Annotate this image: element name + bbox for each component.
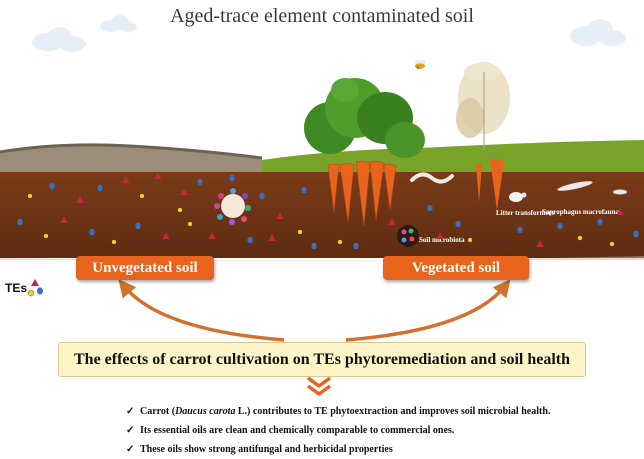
te-crescent-particle [112, 240, 117, 245]
soil-microbiota-cluster [397, 225, 419, 247]
arrow-to-vegetated [346, 286, 505, 340]
te-oval-particle [633, 231, 638, 237]
checkmark-icon: ✓ [126, 440, 140, 459]
microbe-cluster [214, 188, 251, 225]
te-crescent-particle [338, 240, 343, 245]
main-summary-box: The effects of carrot cultivation on TEs… [58, 342, 586, 377]
te-crescent-particle [578, 236, 583, 241]
te-oval-particle [597, 219, 602, 225]
tes-legend-icon [28, 279, 43, 296]
te-oval-particle [427, 205, 432, 211]
carrot-foliage [304, 78, 425, 158]
te-oval-particle [259, 193, 264, 199]
unvegetated-soil-label: Unvegetated soil [76, 256, 214, 280]
bee-icon [415, 60, 426, 69]
bullet-item: ✓Its essential oils are clean and chemic… [126, 421, 550, 440]
rocky-topsoil [0, 145, 262, 175]
insect-icon [613, 190, 627, 195]
te-crescent-particle [28, 194, 33, 199]
tes-legend-label: TEs [5, 281, 27, 295]
te-oval-particle [455, 221, 460, 227]
te-oval-particle [311, 243, 316, 249]
diagram-title: Aged-trace element contaminated soil [0, 5, 644, 28]
te-crescent-particle [188, 222, 193, 227]
bullet-item: ✓These oils show strong antifungal and h… [126, 440, 550, 459]
saprophagus-macrofauna-label: Saprophagus macrofauna [542, 208, 619, 216]
arrow-to-unvegetated [124, 286, 284, 340]
te-oval-particle [517, 227, 522, 233]
te-oval-particle [17, 219, 22, 225]
te-oval-particle [135, 223, 140, 229]
checkmark-icon: ✓ [126, 402, 140, 421]
te-oval-particle [353, 243, 358, 249]
te-oval-particle [97, 185, 102, 191]
te-crescent-particle [298, 230, 303, 235]
bullet-item: ✓Carrot (Daucus carota L.) contributes t… [126, 402, 550, 421]
te-oval-particle [89, 229, 94, 235]
te-oval-particle [557, 223, 562, 229]
te-crescent-particle [468, 238, 473, 243]
te-crescent-particle [140, 194, 145, 199]
vegetated-soil-label: Vegetated soil [383, 256, 529, 280]
te-oval-particle [247, 237, 252, 243]
te-oval-particle [197, 179, 202, 185]
checkmark-icon: ✓ [126, 421, 140, 440]
te-crescent-particle [44, 234, 49, 239]
te-oval-particle [301, 187, 306, 193]
te-oval-particle [229, 175, 234, 181]
bullet-list: ✓Carrot (Daucus carota L.) contributes t… [126, 402, 550, 459]
te-oval-particle [49, 183, 54, 189]
cloud-icon [32, 27, 86, 52]
chevron-down-icon [308, 378, 330, 394]
te-crescent-particle [178, 208, 183, 213]
te-crescent-particle [610, 242, 615, 247]
